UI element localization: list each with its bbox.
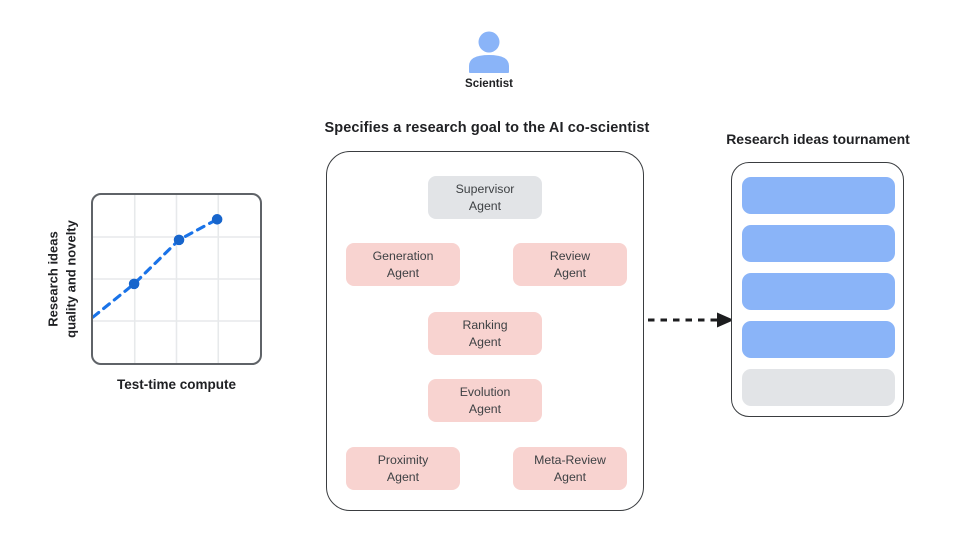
coscientist-panel: Supervisor Agent Generation Agent Review… xyxy=(326,151,644,511)
agent-box-ranking: Ranking Agent xyxy=(428,312,542,355)
scientist-label: Scientist xyxy=(465,78,513,90)
tournament-bar xyxy=(742,369,895,406)
agent-box-generation: Generation Agent xyxy=(346,243,460,286)
chart-data-point xyxy=(128,278,140,290)
chart-data-point xyxy=(211,214,223,225)
tournament-bar xyxy=(742,177,895,214)
agent-label-evolution: Evolution Agent xyxy=(459,385,511,416)
agent-label-review: Review Agent xyxy=(549,249,591,280)
agent-label-meta-review: Meta-Review Agent xyxy=(534,453,606,484)
tournament-bar xyxy=(742,273,895,310)
tournament-bars xyxy=(742,177,895,406)
chart-plot-area xyxy=(93,195,260,363)
tournament-panel xyxy=(731,162,904,417)
tournament-title: Research ideas tournament xyxy=(726,131,910,147)
agent-label-generation: Generation Agent xyxy=(372,249,434,280)
test-time-compute-chart xyxy=(91,193,262,365)
agent-label-supervisor: Supervisor Agent xyxy=(455,182,515,213)
agent-box-supervisor: Supervisor Agent xyxy=(428,176,542,219)
agent-box-evolution: Evolution Agent xyxy=(428,379,542,422)
scientist-figure: Scientist xyxy=(455,30,523,90)
tournament-bar xyxy=(742,321,895,358)
agent-label-ranking: Ranking Agent xyxy=(462,318,508,349)
person-icon xyxy=(469,31,509,73)
chart-y-axis-label: Research ideas quality and novelty xyxy=(45,220,78,338)
agent-box-meta-review: Meta-Review Agent xyxy=(513,447,627,490)
tournament-bar xyxy=(742,225,895,262)
agent-label-proximity: Proximity Agent xyxy=(377,453,429,484)
chart-gridlines xyxy=(93,195,260,363)
agent-box-review: Review Agent xyxy=(513,243,627,286)
goal-caption: Specifies a research goal to the AI co-s… xyxy=(324,120,650,136)
chart-data-point xyxy=(173,234,185,246)
agent-box-proximity: Proximity Agent xyxy=(346,447,460,490)
dashed-arrow-right-icon xyxy=(648,312,734,328)
chart-x-axis-label: Test-time compute xyxy=(116,377,236,392)
chart-trend-line xyxy=(93,217,219,319)
